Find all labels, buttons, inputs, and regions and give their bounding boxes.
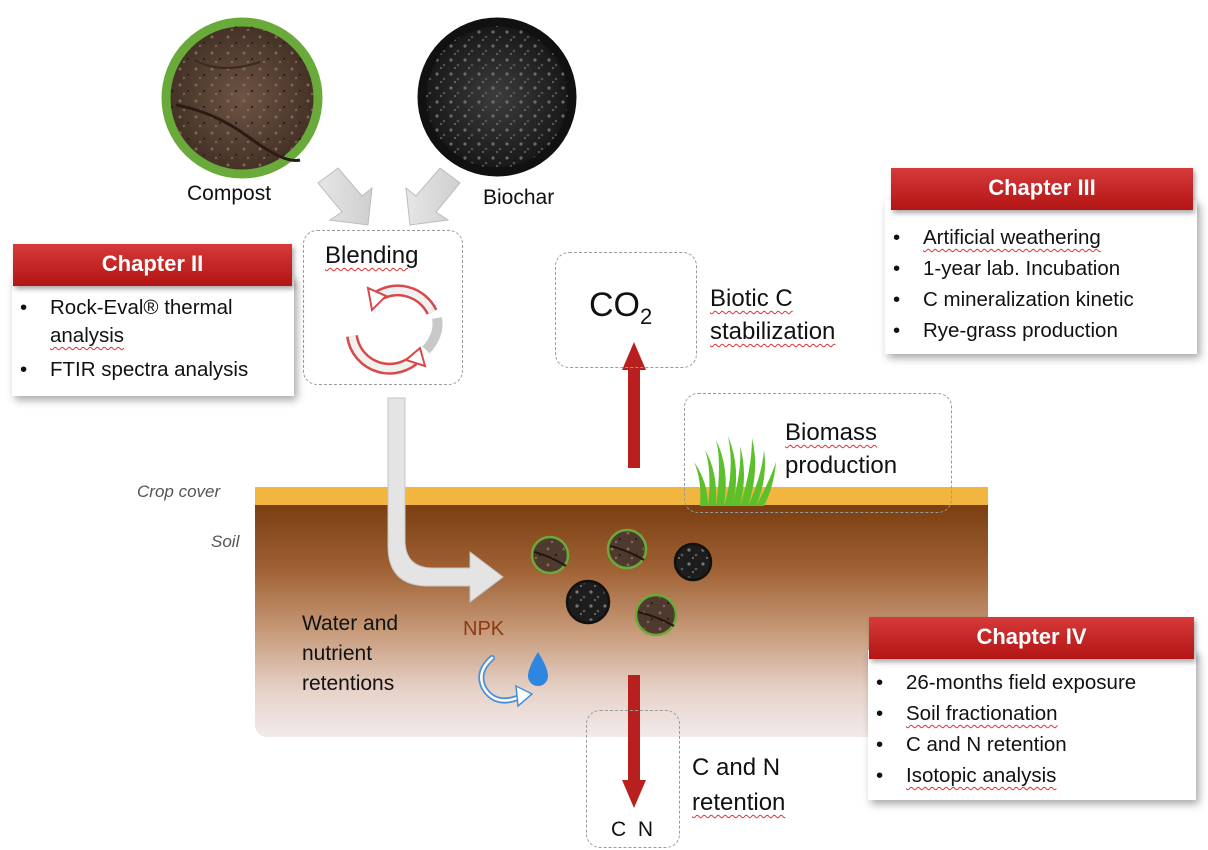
chapter-4-title: Chapter IV [869, 617, 1194, 659]
co2-emission-arrow [622, 342, 646, 468]
biotic-line1: Biotic C [710, 285, 793, 312]
cn-line1: C and N [692, 754, 781, 781]
biomass-line2: production [785, 452, 898, 479]
chapter-3-item-text: Rye-grass production [923, 319, 1118, 342]
chapter-3-item: 1-year lab. Incubation [885, 253, 1197, 284]
chapter-2-card: Rock-Eval® thermal analysis FTIR spectra… [12, 276, 294, 396]
co2-formula: CO [589, 286, 640, 324]
biochar-image [417, 17, 577, 177]
water-nutrient-retention-label: Water and nutrient retentions [302, 609, 398, 699]
chapter-3-item-text: C mineralization kinetic [923, 288, 1134, 311]
cn-line2: retention [692, 789, 786, 816]
biochar-particle [673, 542, 713, 582]
chapter-4-item-text: 26-months field exposure [906, 671, 1137, 694]
compost-label: Compost [187, 182, 272, 205]
cn-retention-label: C and N retention [692, 750, 785, 820]
chapter-4-item: Soil fractionation [868, 698, 1196, 729]
chapter-2-item: FTIR spectra analysis [12, 354, 294, 385]
biotic-stabilization-label: Biotic C stabilization [710, 282, 835, 348]
cn-box [586, 710, 680, 848]
chapter-2-item1-line2: analysis [50, 324, 125, 347]
chapter-4-list: 26-months field exposure Soil fractionat… [868, 667, 1196, 791]
biotic-line2: stabilization [710, 318, 836, 345]
co2-box [555, 252, 697, 368]
soil-label: Soil [211, 532, 240, 551]
water-line1: Water and [302, 612, 399, 635]
chapter-4-item-text: Soil fractionation [906, 702, 1058, 725]
chapter-4-item-text: Isotopic analysis [906, 764, 1057, 787]
co2-label: CO2 [589, 286, 652, 330]
water-line3: retentions [302, 672, 395, 695]
chapter-3-item-text: Artificial weathering [923, 226, 1101, 249]
compost-particle [634, 593, 678, 637]
chapter-3-item: Rye-grass production [885, 315, 1197, 346]
chapter-2-title: Chapter II [13, 244, 292, 286]
compost-image [161, 17, 323, 179]
co2-subscript: 2 [640, 303, 653, 329]
cn-box-label: C N [611, 818, 653, 841]
chapter-3-list: Artificial weathering 1-year lab. Incuba… [885, 222, 1197, 346]
water-drop-icon [528, 652, 548, 686]
retention-cycle-icon [478, 655, 534, 708]
blending-box [303, 230, 463, 385]
chapter-3-item-text: 1-year lab. Incubation [923, 257, 1121, 280]
chapter-4-item: Isotopic analysis [868, 760, 1196, 791]
compost-to-blending-arrow [317, 167, 373, 226]
biochar-label: Biochar [483, 186, 555, 209]
grass-icon [694, 436, 776, 506]
chapter-4-item: C and N retention [868, 729, 1196, 760]
chapter-2-item1-line1: Rock-Eval® thermal [50, 296, 233, 319]
water-line2: nutrient [302, 642, 373, 665]
biomass-production-label: Biomass production [785, 416, 897, 482]
biochar-to-blending-arrow [405, 167, 461, 226]
chapter-2-list: Rock-Eval® thermal analysis FTIR spectra… [12, 294, 294, 385]
blending-to-soil-arrow [387, 397, 504, 604]
npk-label: NPK [463, 618, 505, 640]
crop-cover-label: Crop cover [137, 482, 221, 501]
blending-label: Blending [325, 242, 419, 269]
blending-cycle-icon [346, 284, 443, 375]
crop-cover-layer [255, 487, 988, 505]
biochar-particle [565, 579, 611, 625]
biomass-line1: Biomass [785, 419, 878, 446]
cn-leaching-arrow [622, 675, 646, 808]
compost-particle [530, 535, 570, 575]
chapter-2-item2: FTIR spectra analysis [50, 358, 249, 381]
chapter-3-item: C mineralization kinetic [885, 284, 1197, 315]
compost-particle [606, 528, 648, 570]
chapter-3-item: Artificial weathering [885, 222, 1197, 253]
chapter-3-title: Chapter III [891, 168, 1193, 210]
chapter-4-item: 26-months field exposure [868, 667, 1196, 698]
biomass-box [684, 393, 952, 513]
chapter-4-item-text: C and N retention [906, 733, 1067, 756]
chapter-2-item: Rock-Eval® thermal analysis [12, 294, 294, 350]
